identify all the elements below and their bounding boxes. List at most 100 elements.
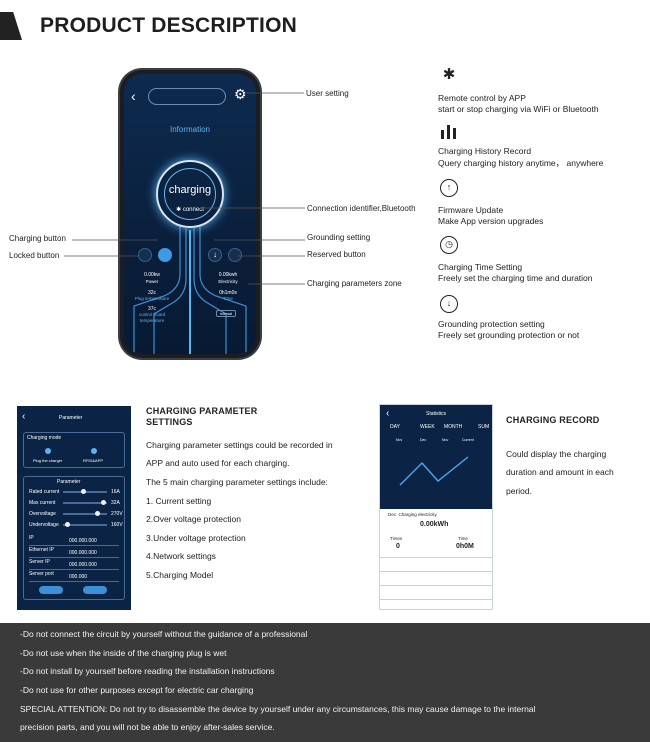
charging-mode-box	[23, 432, 125, 468]
ip-row-value[interactable]: 000.000.000	[69, 550, 97, 556]
param-slider[interactable]	[63, 502, 107, 504]
param-heading-1: CHARGING PARAMETER	[146, 406, 258, 416]
feature-grounding-desc: Freely set grounding protection or not	[438, 330, 580, 340]
slider-handle[interactable]	[81, 489, 86, 494]
device-name-pill	[148, 88, 226, 105]
record-text-line: period.	[506, 486, 532, 496]
ip-row-label: IP	[29, 535, 34, 541]
param-heading-2: SETTINGS	[146, 417, 193, 427]
electricity-value: 0.00kWh	[420, 521, 449, 528]
bar-chart-icon	[440, 122, 458, 140]
param-row-value: 270V	[111, 511, 123, 517]
statistics-screen: ‹ Statistics DAY WEEK MONTH SUM Nov Dec …	[379, 404, 493, 610]
electricity-label: Dec. Charging electricity	[388, 512, 437, 517]
ground-circle-icon: ↓	[440, 295, 458, 313]
tab-month[interactable]: MONTH	[444, 424, 463, 430]
circuit-lines	[133, 226, 247, 354]
page-title: PRODUCT DESCRIPTION	[40, 14, 297, 37]
slider-handle[interactable]	[65, 522, 70, 527]
param-row-label: Max current	[29, 500, 56, 506]
tab-week[interactable]: WEEK	[420, 424, 435, 430]
callout-locked-button: Locked button	[9, 251, 60, 260]
ip-row-label: Server IP	[29, 559, 50, 565]
callout-charging-params-zone: Charging parameters zone	[307, 279, 402, 288]
record-text-line: Could display the charging	[506, 449, 607, 459]
time-label: Time	[458, 536, 468, 541]
param-row-label: Rated current	[29, 489, 60, 495]
arrow-up-circle-icon: ↑	[440, 179, 458, 197]
time-value: 0h1m0s	[219, 290, 237, 296]
param-row-value: 16A	[111, 489, 120, 495]
feature-firmware-title: Firmware Update	[438, 205, 504, 215]
feature-remote-desc: start or stop charging via WiFi or Bluet…	[438, 104, 599, 114]
grounding-setting-button[interactable]: ↓	[208, 248, 222, 262]
ip-row-value[interactable]: 000.000	[69, 574, 88, 580]
param-text-line: 3.Under voltage protection	[146, 533, 246, 543]
locked-button[interactable]	[138, 248, 152, 262]
divider	[29, 569, 119, 570]
ip-row-value[interactable]: 000.000.000	[69, 538, 97, 544]
statistics-header: ‹ Statistics DAY WEEK MONTH SUM Nov Dec …	[380, 405, 492, 509]
back-icon[interactable]: ‹	[131, 88, 136, 104]
callout-charging-button: Charging button	[9, 234, 66, 243]
param-row-label: Overvoltage	[29, 511, 56, 517]
save-button[interactable]	[83, 586, 107, 594]
time-value: 0h0M	[456, 543, 474, 550]
feature-remote-title: Remote control by APP	[438, 93, 526, 103]
period-label: Current	[462, 438, 474, 442]
slider-handle[interactable]	[95, 511, 100, 516]
back-icon[interactable]: ‹	[22, 411, 26, 422]
mode-option-rfid-radio[interactable]	[91, 448, 97, 454]
period-label: Dec	[420, 438, 427, 442]
feature-time-desc: Freely set the charging time and duratio…	[438, 273, 593, 283]
period-label: Nov	[442, 438, 449, 442]
feature-firmware-desc: Make App version upgrades	[438, 216, 544, 226]
reserved-button[interactable]	[228, 248, 242, 262]
charging-mode-label: Charging mode	[27, 435, 62, 441]
back-icon[interactable]: ‹	[386, 408, 390, 419]
param-text-line: 5.Charging Model	[146, 570, 214, 580]
divider	[380, 599, 492, 600]
phone-screen: ‹ ⚙ Information charging ✱ connect ↓ 0.0…	[124, 74, 256, 354]
plug-temp-label: Plug temperature	[134, 296, 170, 301]
tab-day[interactable]: DAY	[390, 424, 400, 430]
param-text-line: APP and auto used for each charging.	[146, 458, 290, 468]
screen-title: Information	[169, 125, 211, 134]
times-label: Times	[390, 536, 403, 541]
status-badge: normal	[216, 310, 236, 318]
ip-row-value[interactable]: 000.000.000	[69, 562, 97, 568]
connect-label: ✱ connect	[176, 207, 204, 213]
time-label: Time	[223, 296, 233, 301]
charging-button[interactable]	[158, 248, 172, 262]
param-text-line: The 5 main charging parameter settings i…	[146, 477, 328, 487]
callout-lines	[64, 92, 305, 285]
param-slider[interactable]	[63, 513, 107, 515]
power-label: Power	[145, 279, 159, 284]
parameter-screen: ‹ Parameter Charging mode Plug the charg…	[17, 406, 131, 610]
gear-icon[interactable]: ⚙	[234, 86, 247, 102]
divider	[380, 557, 492, 558]
electricity-label: Electricity	[218, 279, 238, 284]
phone-mockup: ‹ ⚙ Information charging ✱ connect ↓ 0.0…	[120, 70, 260, 358]
mode-option-rfid-label: RFID&APP	[83, 458, 104, 463]
param-row-value: 32A	[111, 500, 120, 506]
board-temp-label: control board temperature	[138, 312, 166, 323]
plug-temp-value: 32c	[147, 290, 157, 296]
param-slider[interactable]	[63, 524, 107, 526]
record-text-line: duration and amount in each	[506, 467, 614, 477]
divider	[380, 571, 492, 572]
slider-handle[interactable]	[101, 500, 106, 505]
charging-ring[interactable]	[156, 160, 224, 228]
notice-line: -Do not install by yourself before readi…	[20, 666, 275, 676]
mode-option-plug-radio[interactable]	[45, 448, 51, 454]
param-text-line: 4.Network settings	[146, 551, 216, 561]
notice-line: precision parts, and you will not be abl…	[20, 722, 275, 732]
mode-option-plug-label: Plug the charger	[33, 458, 63, 463]
param-row-value: 160V	[111, 522, 123, 528]
cancel-button[interactable]	[39, 586, 63, 594]
tab-sum[interactable]: SUM	[478, 424, 490, 430]
feature-time-title: Charging Time Setting	[438, 262, 523, 272]
param-text-line: Charging parameter settings could be rec…	[146, 440, 333, 450]
notice-line: SPECIAL ATTENTION: Do not try to disasse…	[20, 704, 536, 714]
divider	[29, 557, 119, 558]
